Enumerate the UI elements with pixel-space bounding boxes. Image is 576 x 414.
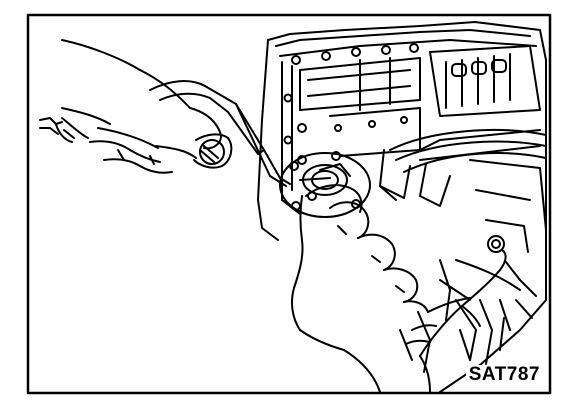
right-hand-pressing-cover xyxy=(291,184,507,393)
left-hand-with-air-nozzle xyxy=(39,39,291,187)
transmission-case xyxy=(257,21,547,393)
servo-cover xyxy=(279,151,371,218)
clutch-drum xyxy=(379,129,547,373)
figure-border xyxy=(26,13,552,395)
figure-code-label: SAT787 xyxy=(465,365,543,384)
lower-case-detail xyxy=(439,259,537,361)
